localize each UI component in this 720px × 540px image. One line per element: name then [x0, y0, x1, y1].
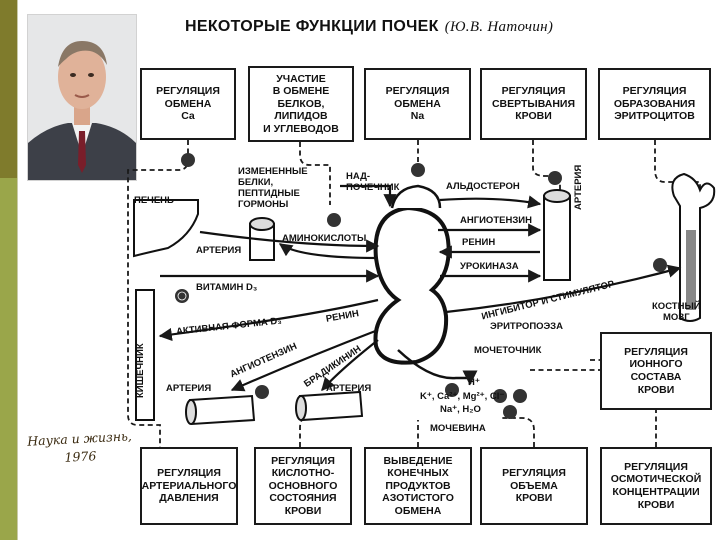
- box-blood-pressure-regulation: РЕГУЛЯЦИЯ АРТЕРИАЛЬНОГО ДАВЛЕНИЯ: [140, 447, 238, 525]
- label-ions-2: K⁺, Ca²⁺, Mg²⁺, Cl⁻: [420, 391, 505, 402]
- page-title: НЕКОТОРЫЕ ФУНКЦИИ ПОЧЕК(Ю.В. Наточин): [185, 18, 554, 35]
- box-coagulation-regulation: РЕГУЛЯЦИЯ СВЕРТЫВАНИЯ КРОВИ: [480, 68, 587, 140]
- sidebar-divider: [17, 0, 18, 540]
- label-adrenal: НАД- ПОЧЕЧНИК: [346, 171, 400, 193]
- label-ions-3: Na⁺, H₂O: [440, 404, 481, 415]
- box-erythrocyte-regulation: РЕГУЛЯЦИЯ ОБРАЗОВАНИЯ ЭРИТРОЦИТОВ: [598, 68, 711, 140]
- box-ion-composition-regulation: РЕГУЛЯЦИЯ ИОННОГО СОСТАВА КРОВИ: [600, 332, 712, 410]
- box-volume-regulation: РЕГУЛЯЦИЯ ОБЪЕМА КРОВИ: [480, 447, 588, 525]
- sidebar-green-band: [0, 178, 17, 540]
- label-ions-1: H⁺: [468, 377, 480, 388]
- journal-signature: Наука и жизнь, 1976: [26, 428, 133, 465]
- box-metabolism-participation: УЧАСТИЕ В ОБМЕНЕ БЕЛКОВ, ЛИПИДОВ И УГЛЕВ…: [248, 66, 354, 142]
- author-credit: (Ю.В. Наточин): [444, 19, 554, 35]
- label-vitamin-d3: ВИТАМИН D₃: [196, 282, 258, 293]
- label-liver: ПЕЧЕНЬ: [134, 195, 174, 206]
- label-urea: МОЧЕВИНА: [430, 423, 486, 434]
- box-calcium-regulation: РЕГУЛЯЦИЯ ОБМЕНА Ca: [140, 68, 236, 140]
- box-osmotic-regulation: РЕГУЛЯЦИЯ ОСМОТИЧЕСКОЙ КОНЦЕНТРАЦИИ КРОВ…: [600, 447, 712, 525]
- label-artery-liver: АРТЕРИЯ: [196, 245, 242, 256]
- label-bone-marrow: КОСТНЫЙ МОЗГ: [652, 301, 701, 323]
- label-ureter: МОЧЕТОЧНИК: [474, 345, 542, 356]
- label-erythropoiesis: ЭРИТРОПОЭЗА: [490, 321, 563, 332]
- label-artery-bottom-right: АРТЕРИЯ: [326, 383, 372, 394]
- author-portrait: [27, 14, 137, 181]
- label-artery-right: АРТЕРИЯ: [573, 164, 584, 210]
- label-aldosterone: АЛЬДОСТЕРОН: [446, 181, 520, 192]
- box-nitrogen-excretion: ВЫВЕДЕНИЕ КОНЕЧНЫХ ПРОДУКТОВ АЗОТИСТОГО …: [364, 447, 472, 525]
- label-intestine: КИШЕЧНИК: [135, 343, 146, 398]
- box-sodium-regulation: РЕГУЛЯЦИЯ ОБМЕНА Na: [364, 68, 471, 140]
- box-acid-base-regulation: РЕГУЛЯЦИЯ КИСЛОТНО- ОСНОВНОГО СОСТОЯНИЯ …: [254, 447, 352, 525]
- sidebar-olive-band: [0, 0, 17, 178]
- label-amino-acids: АМИНОКИСЛОТЫ: [282, 233, 367, 244]
- label-artery-bottom-left: АРТЕРИЯ: [166, 383, 212, 394]
- label-angiotensin: АНГИОТЕНЗИН: [460, 215, 532, 226]
- label-renin: РЕНИН: [462, 237, 496, 248]
- label-changed-proteins: ИЗМЕНЕННЫЕ БЕЛКИ, ПЕПТИДНЫЕ ГОРМОНЫ: [238, 166, 308, 210]
- label-urokinase: УРОКИНАЗА: [460, 261, 519, 272]
